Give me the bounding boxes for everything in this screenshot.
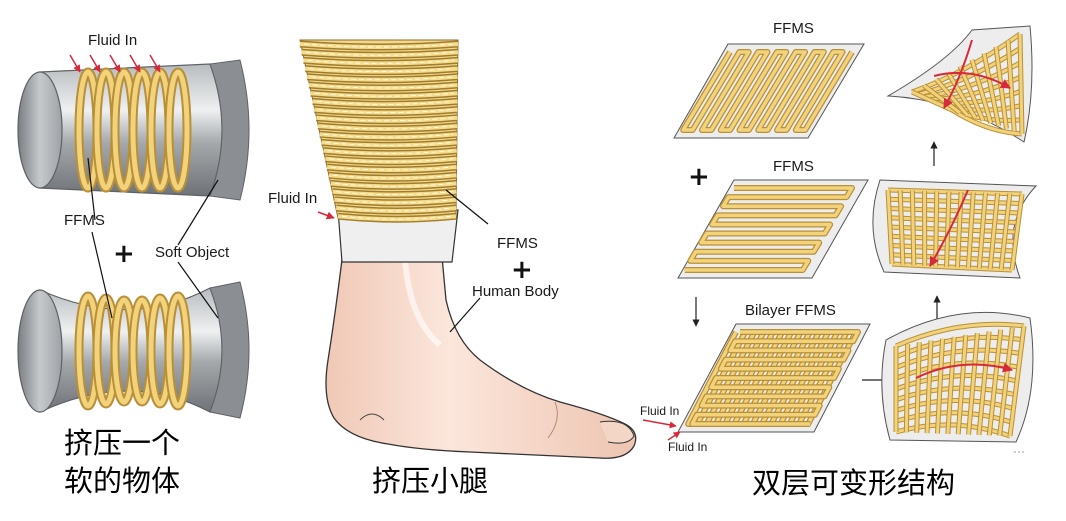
label-soft-object: Soft Object (155, 244, 229, 261)
label-ffms-middle: FFMS (497, 235, 538, 252)
caption-left-line1: 挤压一个 (64, 426, 180, 460)
label-ffms-left: FFMS (64, 212, 105, 229)
label-fluid-in-middle: Fluid In (268, 190, 317, 207)
deformed-shape-saddle (888, 26, 1032, 142)
ffms-sheet-2 (678, 180, 868, 278)
caption-right: 双层可变形结构 (752, 466, 955, 500)
fluid-inlet-arrow-right-2 (668, 432, 680, 440)
label-bilayer-ffms: Bilayer FFMS (745, 302, 836, 319)
label-ffms-top: FFMS (773, 20, 814, 37)
label-human-body: Human Body (472, 283, 559, 300)
caption-middle: 挤压小腿 (372, 464, 488, 498)
middle-panel (300, 40, 636, 458)
plus-icon-middle: + (511, 257, 533, 283)
label-ffms-second: FFMS (773, 158, 814, 175)
label-fluid-in-right-1: Fluid In (640, 404, 679, 418)
label-fluid-in-left: Fluid In (88, 32, 137, 49)
right-panel (643, 26, 1036, 452)
plus-icon-left: + (113, 241, 135, 267)
deformed-shape-roll (873, 180, 1036, 278)
fluid-inlet-arrow-middle (318, 212, 334, 218)
ffms-sheet-1 (674, 44, 864, 138)
ffms-coil-top (79, 72, 187, 188)
ffms-coil-bottom (79, 296, 187, 406)
leader-human-body (450, 298, 480, 332)
left-panel (18, 55, 249, 418)
deformed-shape-dome (882, 312, 1033, 442)
bilayer-ffms-sheet (643, 324, 870, 440)
label-fluid-in-right-2: Fluid In (668, 440, 707, 454)
caption-left-line2: 软的物体 (64, 464, 180, 498)
plus-icon-right: + (688, 164, 710, 190)
fluid-inlet-arrow-right-1 (643, 420, 676, 426)
human-foot (326, 235, 636, 458)
